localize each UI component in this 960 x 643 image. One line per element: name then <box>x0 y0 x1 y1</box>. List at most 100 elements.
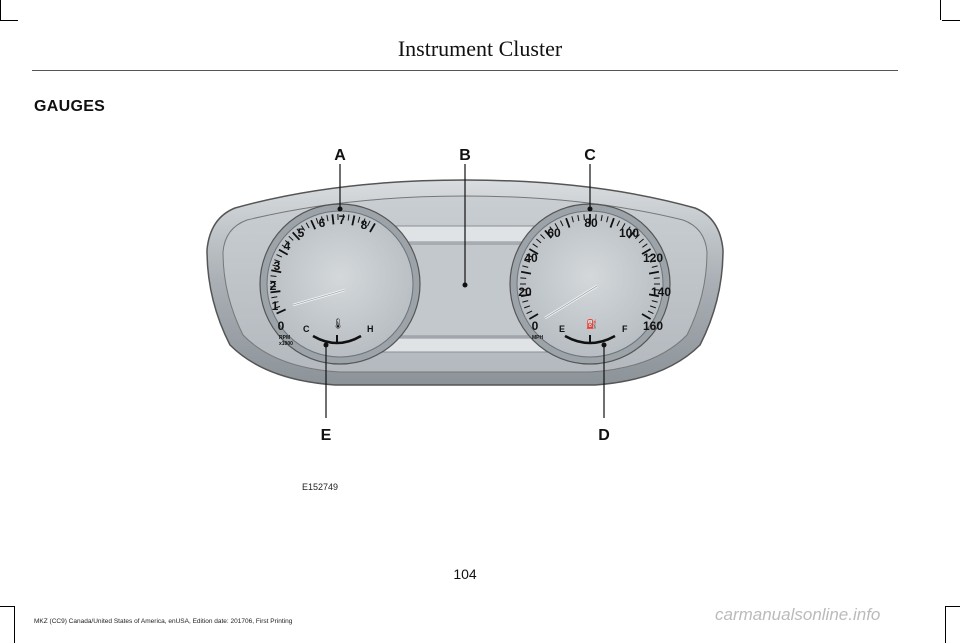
callout-e: E <box>321 427 332 444</box>
speed-unit: MPH <box>532 335 544 341</box>
tachometer-needle-outline <box>292 289 346 306</box>
page-number: 104 <box>453 566 477 582</box>
section-heading: GAUGES <box>34 98 106 115</box>
speedometer-tick <box>648 293 660 298</box>
speedometer-tick <box>641 248 652 255</box>
tachometer-tick <box>274 259 281 263</box>
speedometer-tick <box>647 310 654 315</box>
callout-a-dot <box>337 206 343 212</box>
tach-label-4: 4 <box>284 239 291 253</box>
tachometer-tick <box>276 308 286 315</box>
speedometer-tick <box>520 289 527 291</box>
tachometer-tick <box>272 301 279 304</box>
speedometer-tick <box>651 265 658 268</box>
tachometer-tick <box>315 218 319 224</box>
tachometer-tick <box>326 215 329 222</box>
tachometer-tick <box>288 235 294 241</box>
speedometer-tick <box>532 243 538 248</box>
speedometer-tick <box>554 223 559 229</box>
speedometer-tick <box>540 234 546 240</box>
speedometer-tick <box>641 313 652 320</box>
speedometer-tick <box>653 277 660 279</box>
tachometer-tick <box>351 215 356 226</box>
tachometer-tick <box>367 220 371 227</box>
speedometer-tick <box>522 265 529 268</box>
tachometer-tick <box>281 244 288 249</box>
tachometer-tick <box>362 218 366 225</box>
page-title: Instrument Cluster <box>397 36 563 61</box>
speedometer-tick <box>520 270 532 275</box>
tachometer-tick <box>292 231 301 241</box>
tachometer-tick <box>270 275 277 277</box>
fuel-empty-label: E <box>559 324 565 334</box>
speedometer-tick <box>526 310 533 315</box>
tach-label-7: 7 <box>339 213 346 227</box>
temp-hot-label: H <box>367 324 374 334</box>
speedometer-tick <box>528 313 539 320</box>
speedometer-tick <box>651 300 658 303</box>
tach-label-0: 0 <box>278 319 285 333</box>
speedometer-tick <box>609 217 615 228</box>
speedometer-tick <box>642 243 648 248</box>
crop-mark-bottom-right <box>945 606 946 643</box>
tach-label-3: 3 <box>274 259 281 273</box>
speed-label-160: 160 <box>643 319 663 333</box>
tachometer-tick <box>331 214 335 225</box>
tachometer-ticks <box>270 213 376 315</box>
instrument-cluster-figure: 0 1 2 3 4 5 6 7 8 RPM x1000 C H 🌡 0 20 4… <box>195 140 735 450</box>
tachometer-tick <box>305 222 310 229</box>
tachometer-tick <box>310 219 317 230</box>
callout-c-dot <box>587 206 593 212</box>
callout-c: C <box>584 147 596 164</box>
callout-a: A <box>334 147 346 164</box>
fuel-full-label: F <box>622 324 628 334</box>
speedometer-tick <box>626 226 631 232</box>
tach-multiplier: x1000 <box>279 341 293 347</box>
speedometer-tick <box>559 220 564 227</box>
speedometer-tick <box>577 215 580 222</box>
speedometer-tick <box>606 216 609 223</box>
tach-unit: RPM <box>279 335 290 341</box>
tach-label-8: 8 <box>361 218 368 232</box>
speedometer-tick <box>520 277 527 279</box>
speedometer-tick <box>595 214 597 221</box>
fuel-pump-icon: ⛽ <box>586 318 597 329</box>
speedometer-tick <box>524 305 531 309</box>
crop-mark-bottom-left <box>14 606 15 643</box>
speedometer-tick <box>653 289 660 291</box>
tachometer-tick <box>276 254 283 258</box>
speedometer-tick <box>528 248 539 255</box>
tachometer-tick <box>271 269 282 274</box>
speed-label-120: 120 <box>643 251 663 265</box>
speedometer-tick <box>583 214 585 221</box>
speed-label-100: 100 <box>619 226 639 240</box>
speedometer-tick <box>520 293 532 298</box>
speed-label-140: 140 <box>651 285 671 299</box>
callout-d-dot <box>601 342 607 348</box>
crop-mark-top-right-h <box>942 20 960 21</box>
crop-mark-top-left <box>0 0 1 20</box>
tachometer-tick <box>278 248 289 256</box>
speedometer-tick <box>649 259 656 263</box>
speedometer-tick <box>649 305 656 309</box>
tachometer-tick <box>300 225 306 231</box>
speedometer-tick <box>565 217 571 228</box>
speed-label-60: 60 <box>547 226 561 240</box>
crop-mark-top-left-h <box>0 20 18 21</box>
tach-label-5: 5 <box>298 226 305 240</box>
callout-d: D <box>598 427 610 444</box>
crop-mark-bottom-right-h <box>946 606 960 607</box>
speed-label-80: 80 <box>584 216 598 230</box>
speedometer-tick <box>544 229 553 239</box>
speedometer-tick <box>616 220 621 227</box>
speed-label-20: 20 <box>518 285 532 299</box>
speedometer-tick <box>536 238 542 244</box>
speedometer-tick <box>524 259 531 263</box>
bottom-strip <box>376 337 554 353</box>
speedometer-tick <box>634 234 640 240</box>
crop-mark-bottom-left-h <box>0 606 14 607</box>
tachometer-tick <box>321 216 324 223</box>
speed-label-0: 0 <box>532 319 539 333</box>
tach-label-1: 1 <box>272 299 279 313</box>
tachometer-tick <box>296 228 301 234</box>
